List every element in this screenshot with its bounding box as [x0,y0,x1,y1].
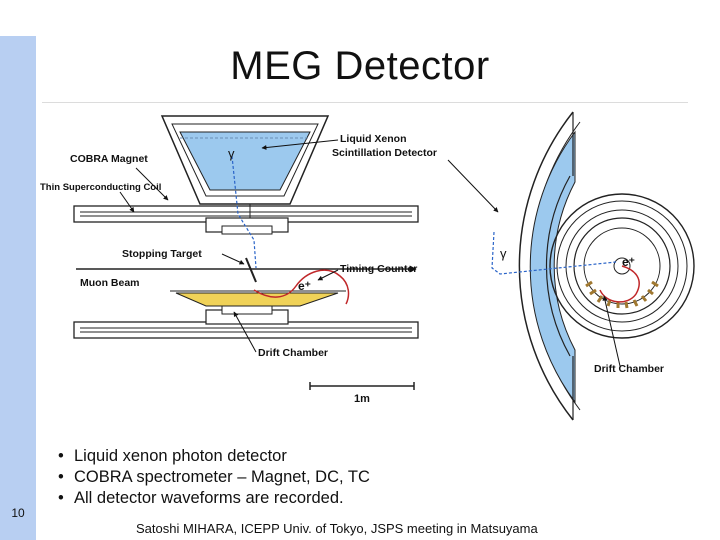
label-cobra-magnet: COBRA Magnet [70,153,148,165]
stopping-target [245,257,257,283]
label-stopping-target: Stopping Target [122,248,202,260]
footer-credit: Satoshi MIHARA, ICEPP Univ. of Tokyo, JS… [136,521,538,536]
positron-track-end [599,265,640,303]
cobra-end-view [549,193,695,339]
photon-track-end [491,231,617,275]
title-divider [42,102,688,103]
label-timing-counter: Timing Counter [340,263,417,275]
label-positron-end: e⁺ [622,255,635,269]
label-lxe: Liquid Xenon [340,133,407,145]
bullet-item: •COBRA spectrometer – Magnet, DC, TC [58,468,370,486]
leader-arrows [119,139,621,367]
meg-detector-diagram: Liquid Xenon Scintillation Detector COBR… [40,111,695,421]
label-drift-chamber-end: Drift Chamber [594,363,664,375]
label-lxe-line2: Scintillation Detector [332,147,437,159]
label-gamma-side: γ [228,146,235,161]
bullet-item: •All detector waveforms are recorded. [58,489,344,507]
cobra-magnet-upper [73,204,419,235]
slide-title: MEG Detector [230,44,490,88]
label-scale: 1m [354,393,370,405]
page-number: 10 [11,506,25,520]
photon-track-side [231,155,257,269]
top-band [0,0,720,36]
drift-chamber-end-view [585,280,659,309]
left-accent-band [0,0,36,540]
lxe-side-view [160,115,330,205]
label-positron-side: e⁺ [298,279,311,293]
drift-chamber-side [175,292,339,307]
label-gamma-end: γ [500,246,507,261]
positron-track-side [253,269,350,305]
bullet-list: •Liquid xenon photon detector •COBRA spe… [58,446,370,509]
label-drift-chamber-side: Drift Chamber [258,347,328,359]
label-muon-beam: Muon Beam [80,277,140,289]
corner-block [0,0,36,36]
label-thin-coil: Thin Superconducting Coil [40,182,161,193]
bullet-item: •Liquid xenon photon detector [58,447,287,465]
lxe-end-view [518,111,581,421]
cobra-magnet-lower [73,305,419,339]
